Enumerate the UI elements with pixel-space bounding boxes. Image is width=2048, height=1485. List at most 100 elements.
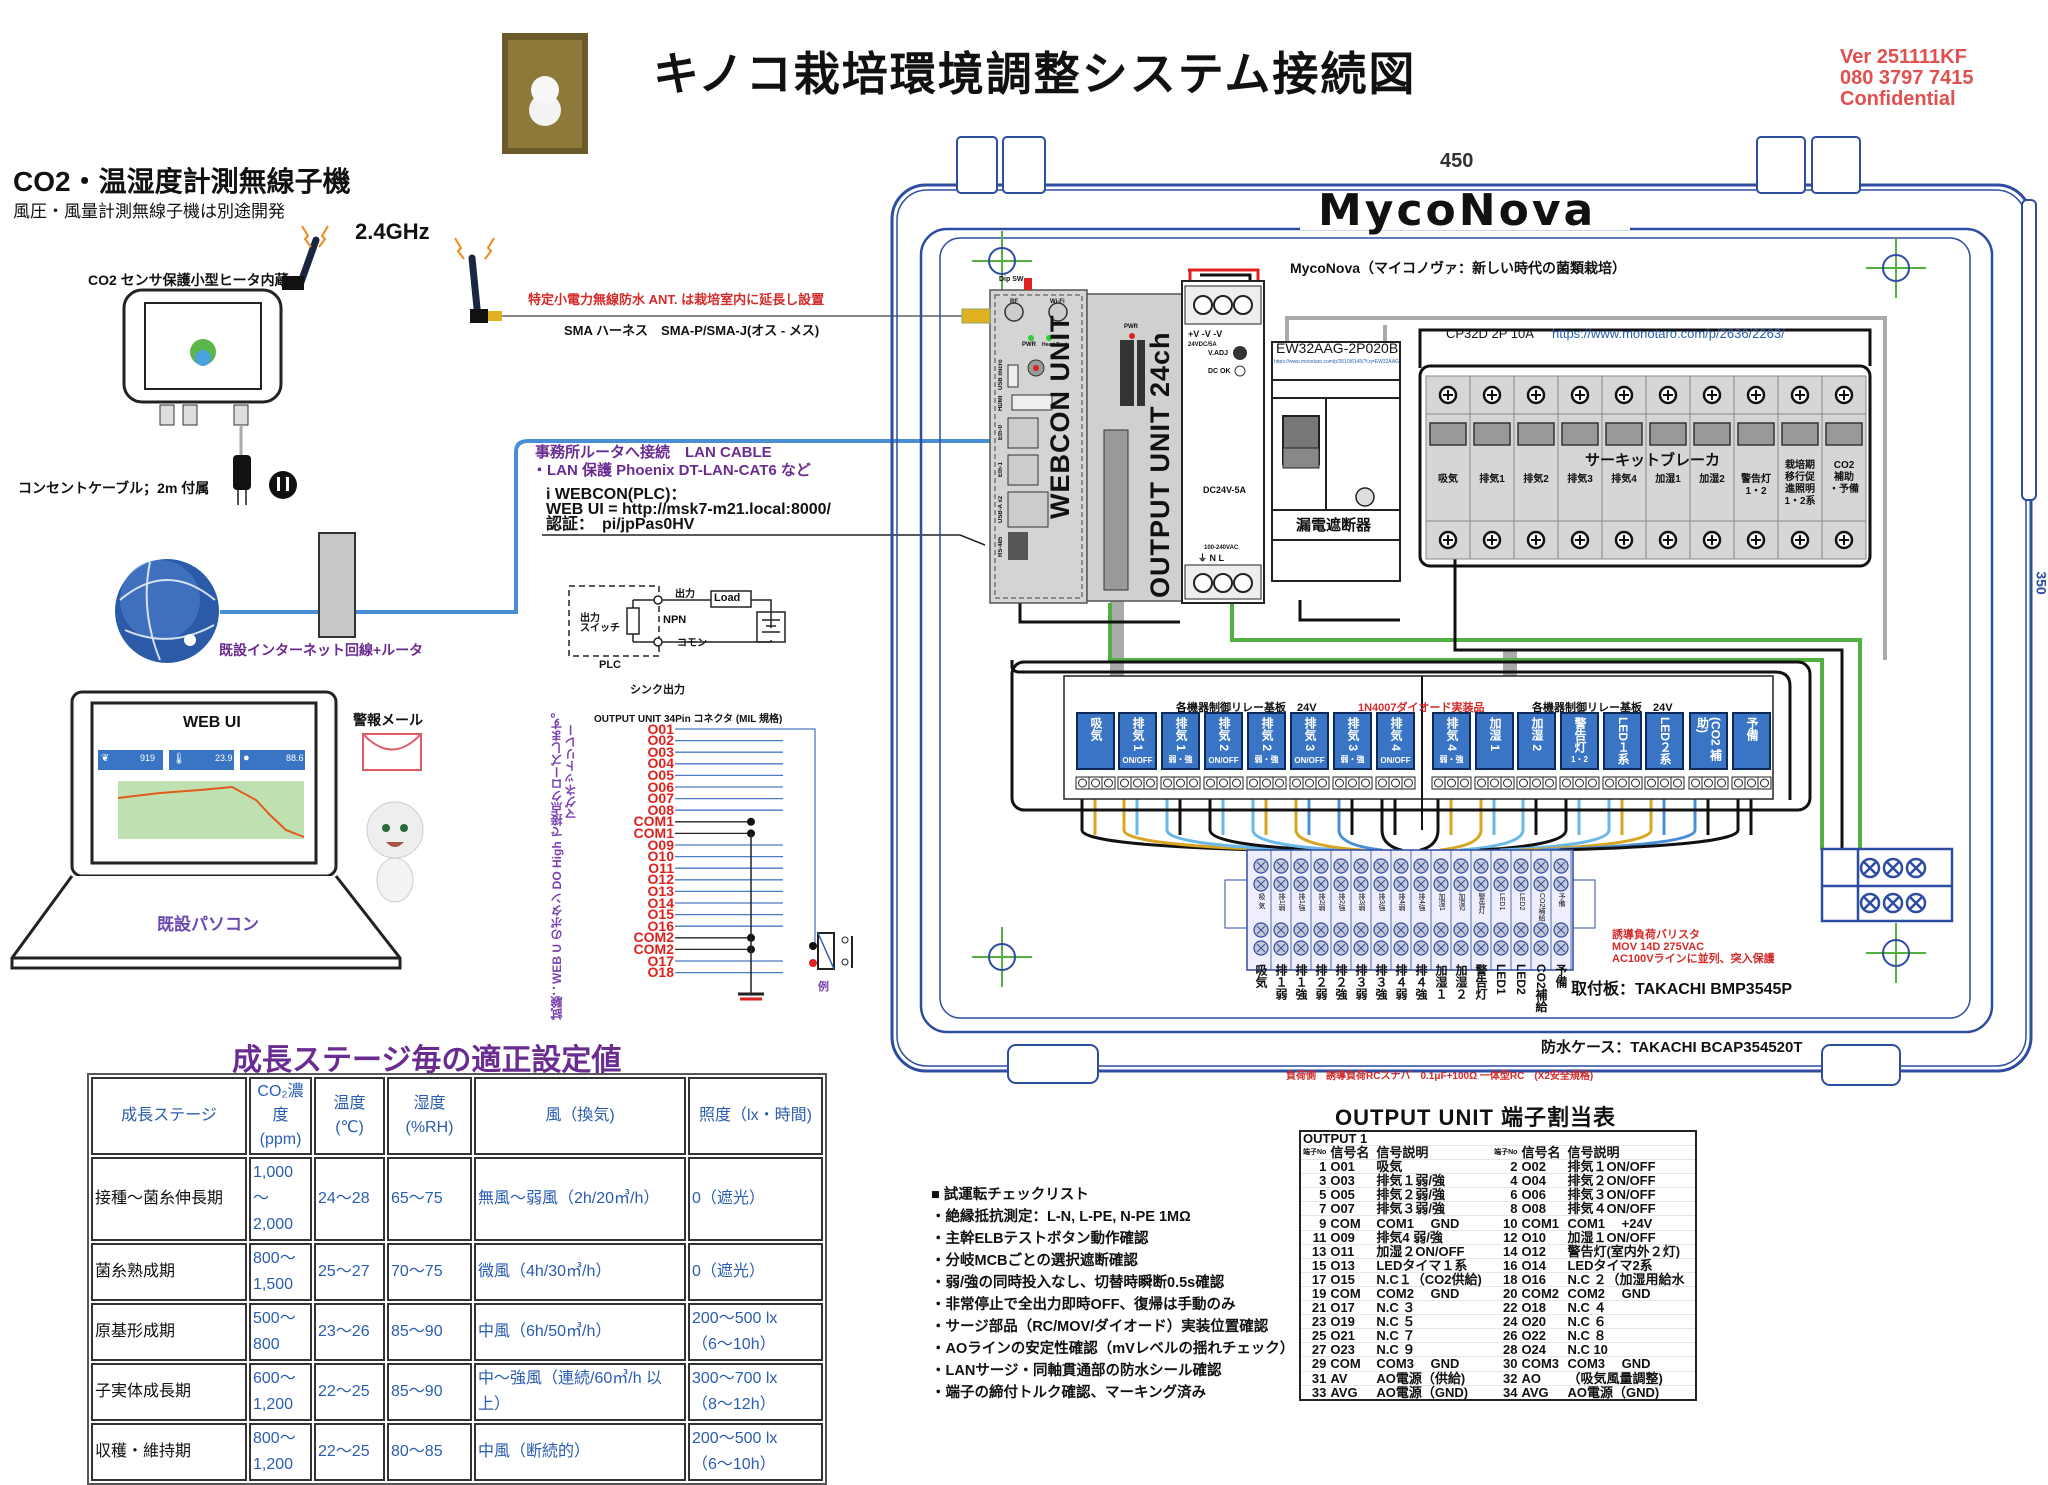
screw-x xyxy=(1886,896,1900,910)
screw-x xyxy=(1476,861,1486,871)
breaker-handle xyxy=(1781,422,1819,446)
screw-x xyxy=(1516,943,1526,953)
screw-cross xyxy=(1707,535,1717,545)
screw-cross xyxy=(1487,535,1497,545)
breaker-url[interactable]: https://www.monotaro.com/p/2636/2263/ xyxy=(1552,326,1785,341)
terminal-label: 警告灯 xyxy=(1474,964,1488,1000)
screw-cross xyxy=(1531,535,1541,545)
terminal-cell: 信号説明 xyxy=(1565,1145,1696,1161)
relay-board-label-right: 各機器制御リレー基板 24V xyxy=(1532,702,1673,714)
terminal-table-title: OUTPUT UNIT 端子割当表 xyxy=(1335,1105,1616,1130)
growth-cell: 中風（6h/50㎥/h） xyxy=(474,1303,686,1361)
terminal-cell: N.C ９ xyxy=(1374,1342,1492,1358)
terminal-top-label: 吸 気 xyxy=(1258,893,1265,909)
terminal-cell: 排気１ON/OFF xyxy=(1565,1159,1696,1175)
switch-label-1: 出力 xyxy=(580,613,600,624)
terminal-cell: COM2 GND xyxy=(1374,1286,1492,1302)
connector-pin-label: COM2 xyxy=(633,940,674,957)
terminal-cell: 信号名 xyxy=(1328,1145,1375,1161)
screw-x xyxy=(1536,861,1546,871)
terminal-label: 排４弱 xyxy=(1394,964,1408,1000)
connector-pin-label: O18 xyxy=(647,964,674,981)
plc-label: PLC xyxy=(599,659,621,671)
breaker-model: CP32D 2P 10A xyxy=(1446,326,1534,341)
terminal-top-label: 排1弱 xyxy=(1278,893,1285,911)
screw-x xyxy=(1376,861,1386,871)
checklist-item: ・サージ部品（RC/MOV/ダイオード）実装位置確認 xyxy=(931,1319,1269,1335)
checklist-item: ・分岐MCBごとの選択遮断確認 xyxy=(931,1253,1138,1269)
relay-terminal-screw xyxy=(1219,778,1228,788)
connector-pin-label: O05 xyxy=(647,766,674,783)
power-supply xyxy=(1181,280,1265,604)
terminal-cell: 29 xyxy=(1300,1356,1329,1372)
growth-cell: 600～ 1,200 xyxy=(249,1363,312,1421)
lan-cable xyxy=(220,439,995,614)
power-terminal-block xyxy=(1820,847,1954,923)
relay-terminal-screw xyxy=(1490,778,1499,788)
screw-x xyxy=(1863,861,1877,875)
varistor-note-1: 誘導負荷バリスタ xyxy=(1612,929,1700,941)
relay-label: 排気 2 xyxy=(1260,717,1274,752)
terminal-label: 加湿２ xyxy=(1454,964,1468,1000)
relay-terminal-screw xyxy=(1305,778,1314,788)
terminal-cell: COM3 GND xyxy=(1374,1356,1492,1372)
vadj-label: V.ADJ xyxy=(1208,350,1228,357)
relay-module: 加湿 1 xyxy=(1475,712,1514,770)
terminal-cell: AO電源（GND) xyxy=(1374,1385,1492,1401)
terminal-label: 排１弱 xyxy=(1274,964,1288,1000)
breaker-label: 排気4 xyxy=(1611,474,1637,485)
screw-x xyxy=(1316,925,1326,935)
rs485-port-label: RS-485 xyxy=(998,536,1004,558)
connector-pin-label: O10 xyxy=(647,848,674,865)
relay-terminal-screw xyxy=(1348,778,1357,788)
connector-wiring xyxy=(675,728,816,994)
breaker-handle xyxy=(1605,422,1643,446)
plc-output-label: 出力 xyxy=(675,589,695,600)
relay-terminal-screw xyxy=(1704,778,1713,788)
screw-x xyxy=(1376,925,1386,935)
checklist-item: ・端子の締付トルク確認、マーキング済み xyxy=(931,1385,1207,1401)
circuit-breaker xyxy=(1821,375,1867,560)
relay-label: 加湿 1 xyxy=(1488,717,1502,752)
relay-sublabel: 弱・強 xyxy=(1439,755,1464,764)
breaker-bus xyxy=(1418,364,1872,568)
screw-x xyxy=(1316,943,1326,953)
elb-model: EW32AAG-2P020B xyxy=(1276,340,1399,356)
terminal-top-label: 警告灯 xyxy=(1478,893,1485,914)
growth-cell: 800～ 1,200 xyxy=(249,1423,312,1481)
relay-terminal-screw xyxy=(1691,778,1700,788)
circuit-breaker xyxy=(1513,375,1559,560)
relay-terminal-screw xyxy=(1460,778,1469,788)
terminal-cell: N.C ７ xyxy=(1374,1328,1492,1344)
sma-harness-label: SMA ハーネス SMA-P/SMA-J(オス - メス) xyxy=(564,323,820,338)
usb-micro-port-label: USB micro xyxy=(998,359,1004,390)
relay-terminal-screw xyxy=(1078,778,1087,788)
eth1-port-label: Eth-1 xyxy=(998,462,1004,478)
screw-x xyxy=(1416,925,1426,935)
screw-x xyxy=(1276,879,1286,889)
webcon-url[interactable]: WEB UI = http://msk7-m21.local:8000/ xyxy=(546,501,831,518)
mounting-plate-model: 取付板：TAKACHI BMP3545P xyxy=(1571,981,1793,998)
webui-title: WEB UI xyxy=(183,714,241,731)
terminal-cell: 8 xyxy=(1491,1201,1520,1217)
growth-cell: 200～500 lx （6～10h） xyxy=(688,1423,823,1481)
relay-terminal-screw xyxy=(1232,778,1241,788)
terminal-cell: 25 xyxy=(1300,1328,1329,1344)
growth-table-title: 成長ステージ毎の適正設定値 xyxy=(232,1044,622,1077)
terminal-cell: 31 xyxy=(1300,1371,1329,1386)
usba-port-label: USB-A x2 xyxy=(998,495,1004,523)
screw-x xyxy=(1276,943,1286,953)
connector-pin-label: O07 xyxy=(647,790,674,807)
screw-x xyxy=(1456,861,1466,871)
elb-url[interactable]: https://www.monotaro.com/p/3510/6145/?t.… xyxy=(1274,359,1399,365)
terminal-screws xyxy=(1253,850,1572,970)
switch-label-2: スイッチ xyxy=(580,623,620,634)
screw-cross xyxy=(1795,390,1805,400)
relay-sublabel: ON/OFF xyxy=(1208,756,1239,765)
